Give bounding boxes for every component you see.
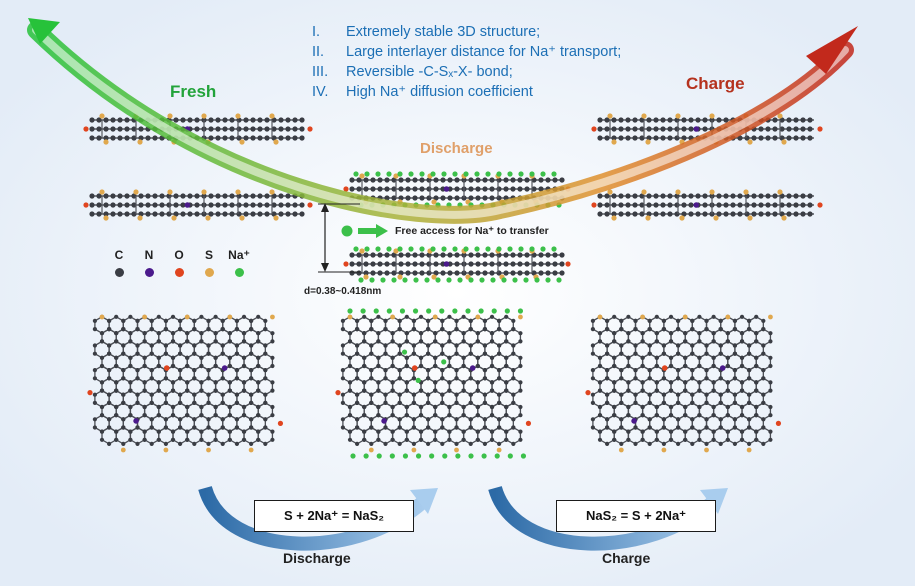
lattice bbox=[335, 308, 532, 459]
charge-bottom-label: Charge bbox=[602, 550, 651, 566]
lattice bbox=[87, 314, 284, 453]
arc-head bbox=[806, 26, 858, 74]
sodium-dot bbox=[234, 268, 244, 277]
layer-stack bbox=[591, 189, 823, 221]
legend-item-carbon: C bbox=[104, 248, 134, 277]
arc-tail bbox=[28, 18, 60, 44]
oxygen-dot bbox=[174, 268, 184, 277]
discharge-bottom-label: Discharge bbox=[283, 550, 351, 566]
nitrogen-dot bbox=[144, 268, 154, 277]
interlayer-distance-label: d=0.38~0.418nm bbox=[304, 286, 382, 297]
discharge-equation: S + 2Na⁺ = NaS₂ bbox=[254, 500, 414, 532]
fresh-label: Fresh bbox=[170, 82, 217, 101]
legend-item-oxygen: O bbox=[164, 248, 194, 277]
molecular-lattices bbox=[87, 308, 782, 459]
legend-item-sodium: Na⁺ bbox=[224, 248, 254, 277]
sulfur-dot bbox=[204, 268, 214, 277]
feature-list: I.Extremely stable 3D structure; II.Larg… bbox=[312, 22, 621, 102]
feature-item: I.Extremely stable 3D structure; bbox=[312, 24, 541, 40]
charge-equation: NaS₂ = S + 2Na⁺ bbox=[556, 500, 716, 532]
lattice bbox=[585, 314, 782, 453]
feature-item: IV.High Na⁺ diffusion coefficient bbox=[312, 84, 533, 100]
feature-item: II.Large interlayer distance for Na⁺ tra… bbox=[312, 44, 622, 60]
interlayer-distance-marker bbox=[318, 203, 360, 273]
free-access-label: Free access for Na⁺ to transfer bbox=[395, 225, 549, 237]
feature-item: III.Reversible -C-Sₓ-X- bond; bbox=[312, 64, 513, 80]
discharge-state-label: Discharge bbox=[420, 140, 493, 157]
legend-item-nitrogen: N bbox=[134, 248, 164, 277]
charge-state-label: Charge bbox=[686, 74, 745, 93]
atom-legend: C N O S Na⁺ bbox=[104, 248, 254, 277]
carbon-dot bbox=[114, 268, 124, 277]
free-access-arrow bbox=[341, 224, 388, 238]
layer-stack bbox=[343, 246, 571, 283]
cycle-arc-arrow bbox=[27, 18, 858, 224]
legend-item-sulfur: S bbox=[194, 248, 224, 277]
layer-stack bbox=[83, 189, 313, 221]
